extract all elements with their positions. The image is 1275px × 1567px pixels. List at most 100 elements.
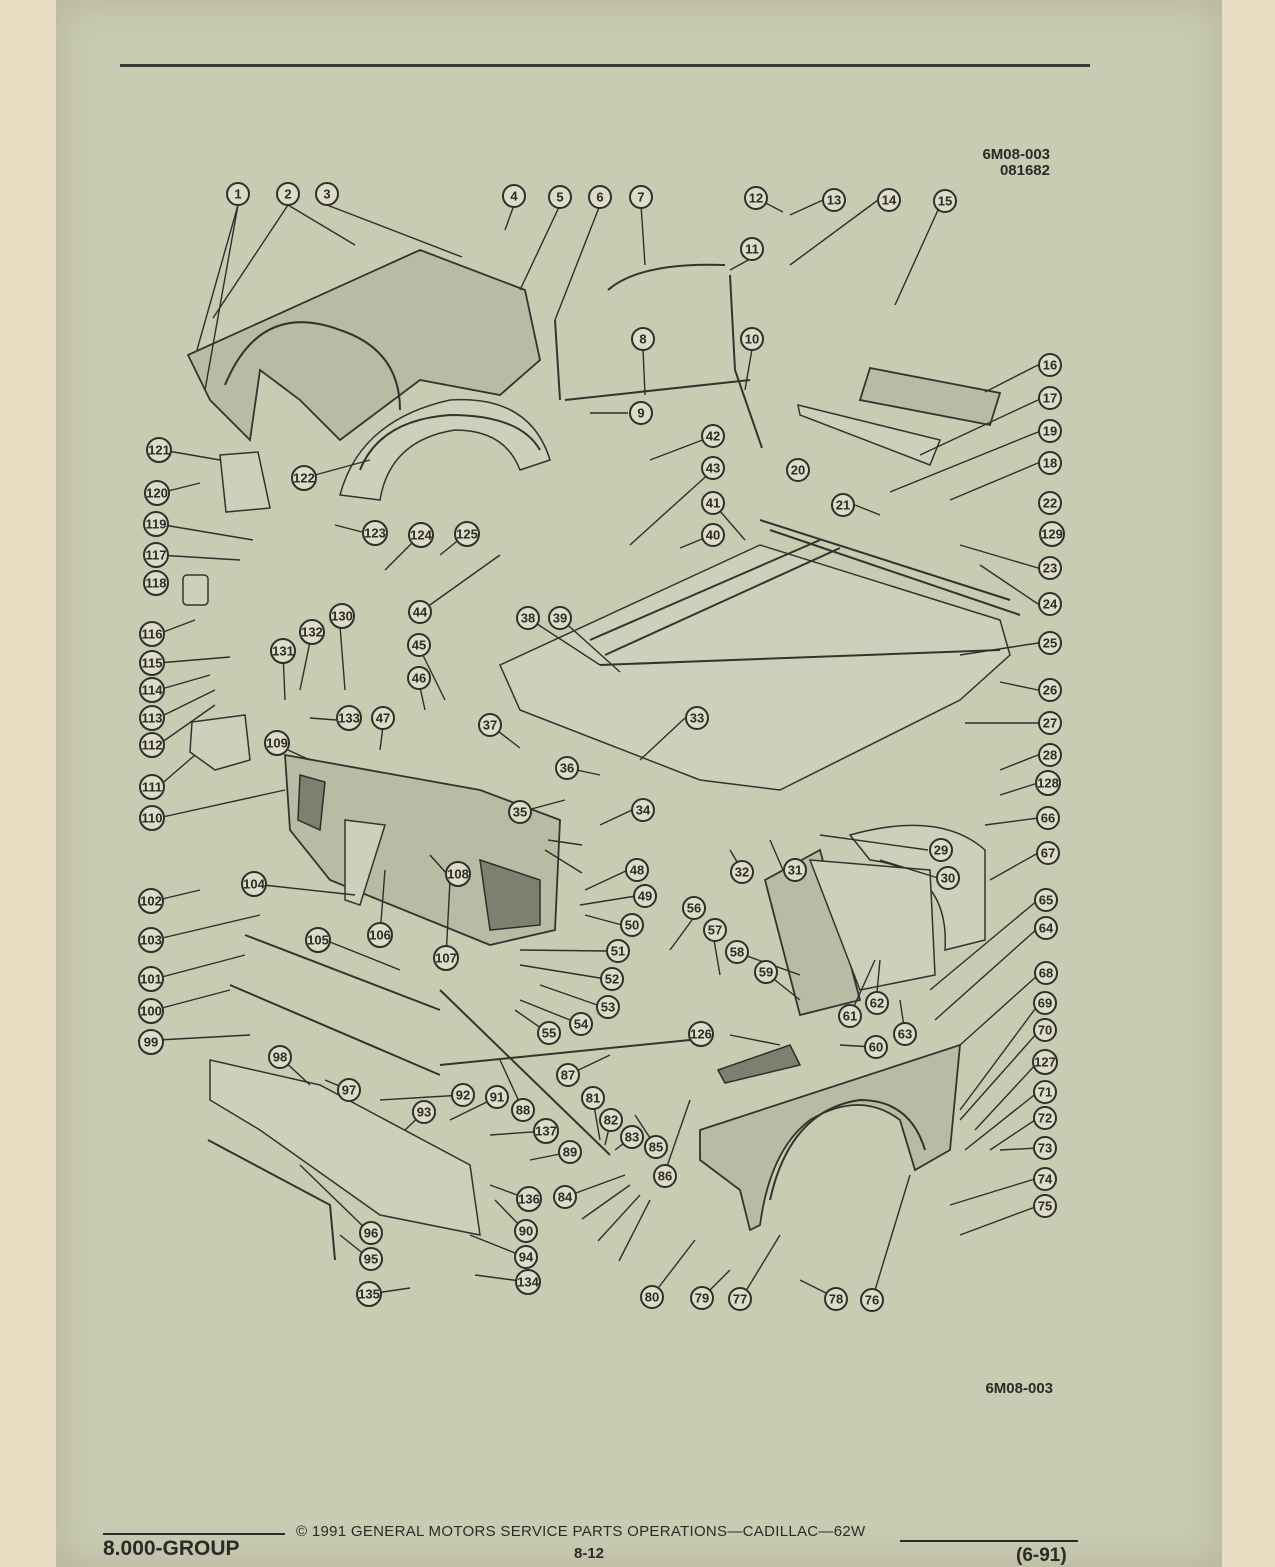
svg-text:32: 32	[735, 865, 749, 880]
callout-90: 90	[514, 1219, 538, 1243]
callout-136: 136	[516, 1186, 542, 1212]
svg-text:126: 126	[690, 1027, 712, 1042]
callout-89: 89	[558, 1140, 582, 1164]
callout-7: 7	[629, 185, 653, 209]
callout-10: 10	[740, 327, 764, 351]
callout-52: 52	[600, 967, 624, 991]
callout-104: 104	[241, 871, 267, 897]
callout-22: 22	[1038, 491, 1062, 515]
callout-13: 13	[822, 188, 846, 212]
svg-text:10: 10	[745, 332, 759, 347]
svg-text:125: 125	[456, 527, 478, 542]
callout-118: 118	[143, 570, 169, 596]
callout-69: 69	[1033, 991, 1057, 1015]
svg-text:2: 2	[284, 187, 291, 202]
footer-page-number: 8-12	[574, 1545, 605, 1562]
svg-text:72: 72	[1038, 1111, 1052, 1126]
callout-92: 92	[451, 1083, 475, 1107]
svg-text:115: 115	[142, 656, 163, 671]
callout-36: 36	[555, 756, 579, 780]
svg-text:44: 44	[413, 605, 428, 620]
callout-106: 106	[367, 922, 393, 948]
part-illustrations	[182, 249, 1021, 1261]
callout-24: 24	[1038, 592, 1062, 616]
svg-text:108: 108	[447, 867, 469, 882]
callout-80: 80	[640, 1285, 664, 1309]
callout-108: 108	[445, 861, 471, 887]
svg-text:100: 100	[140, 1004, 162, 1019]
callout-122: 122	[291, 465, 317, 491]
callout-110: 110	[139, 805, 165, 831]
svg-text:24: 24	[1043, 597, 1058, 612]
svg-text:92: 92	[456, 1088, 470, 1103]
callout-2: 2	[276, 182, 300, 206]
svg-text:36: 36	[560, 761, 574, 776]
svg-text:15: 15	[938, 194, 952, 209]
svg-text:16: 16	[1043, 358, 1057, 373]
svg-text:117: 117	[146, 548, 167, 563]
callout-64: 64	[1034, 916, 1058, 940]
callout-23: 23	[1038, 556, 1062, 580]
callout-105: 105	[305, 927, 331, 953]
callout-131: 131	[270, 638, 296, 664]
callout-41: 41	[701, 491, 725, 515]
callout-124: 124	[408, 522, 434, 548]
callout-137: 137	[533, 1118, 559, 1144]
callout-134: 134	[515, 1269, 541, 1295]
svg-text:34: 34	[636, 803, 651, 818]
svg-text:105: 105	[307, 933, 329, 948]
callout-40: 40	[701, 523, 725, 547]
svg-text:74: 74	[1038, 1172, 1053, 1187]
svg-text:39: 39	[553, 611, 567, 626]
callout-25: 25	[1038, 631, 1062, 655]
callout-32: 32	[730, 860, 754, 884]
svg-text:99: 99	[144, 1035, 158, 1050]
callout-9: 9	[629, 401, 653, 425]
svg-text:20: 20	[791, 463, 805, 478]
svg-text:27: 27	[1043, 716, 1057, 731]
callout-93: 93	[412, 1100, 436, 1124]
svg-text:136: 136	[518, 1192, 540, 1207]
leader-lines	[157, 197, 1039, 1301]
callout-44: 44	[408, 600, 432, 624]
callout-47: 47	[371, 706, 395, 730]
callout-107: 107	[433, 945, 459, 971]
callout-119: 119	[143, 511, 169, 537]
callout-114: 114	[139, 677, 165, 703]
footer-rule-left	[103, 1533, 285, 1535]
svg-text:61: 61	[843, 1009, 857, 1024]
svg-text:37: 37	[483, 718, 497, 733]
callout-29: 29	[929, 838, 953, 862]
svg-text:26: 26	[1043, 683, 1057, 698]
callout-123: 123	[362, 520, 388, 546]
callout-12: 12	[744, 186, 768, 210]
svg-text:35: 35	[513, 805, 527, 820]
svg-text:77: 77	[733, 1292, 747, 1307]
callout-67: 67	[1036, 841, 1060, 865]
drawing-date: 081682	[999, 162, 1050, 179]
footer-date: (6-91)	[1016, 1545, 1067, 1566]
svg-text:75: 75	[1038, 1199, 1052, 1214]
callout-55: 55	[537, 1021, 561, 1045]
svg-text:80: 80	[645, 1290, 659, 1305]
callout-16: 16	[1038, 353, 1062, 377]
svg-text:102: 102	[140, 894, 162, 909]
callout-48: 48	[625, 858, 649, 882]
svg-text:51: 51	[611, 944, 625, 959]
callout-127: 127	[1032, 1049, 1058, 1075]
callout-45: 45	[407, 633, 431, 657]
svg-text:54: 54	[574, 1017, 589, 1032]
callout-78: 78	[824, 1287, 848, 1311]
svg-text:109: 109	[266, 736, 288, 751]
svg-text:13: 13	[827, 193, 841, 208]
svg-text:132: 132	[301, 625, 323, 640]
callout-84: 84	[553, 1185, 577, 1209]
svg-text:90: 90	[519, 1224, 533, 1239]
svg-text:59: 59	[759, 965, 773, 980]
svg-text:123: 123	[364, 526, 386, 541]
callout-96: 96	[359, 1221, 383, 1245]
callout-42: 42	[701, 424, 725, 448]
callout-46: 46	[407, 666, 431, 690]
svg-text:7: 7	[637, 190, 644, 205]
callout-128: 128	[1035, 770, 1061, 796]
